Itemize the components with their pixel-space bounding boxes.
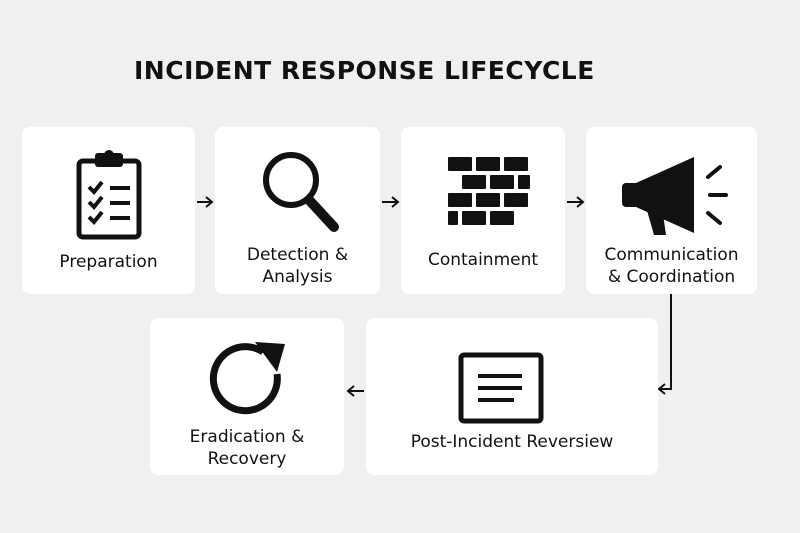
flow-arrow-right xyxy=(197,196,214,208)
step-card-preparation: Preparation xyxy=(22,127,195,294)
step-label-communication-coordination: Communication & Coordination xyxy=(586,244,757,288)
brick-wall-icon xyxy=(448,157,530,225)
step-label-containment: Containment xyxy=(401,249,565,271)
megaphone-icon xyxy=(622,157,728,235)
magnifying-glass-icon xyxy=(263,152,339,232)
label-line: Analysis xyxy=(262,267,333,287)
flow-arrow-right xyxy=(567,196,585,208)
flow-arrow-left xyxy=(346,385,364,397)
step-label-detection-analysis: Detection & Analysis xyxy=(215,244,380,288)
label-line: & Coordination xyxy=(607,267,736,287)
step-card-communication-coordination: Communication & Coordination xyxy=(586,127,757,294)
refresh-arrow-icon xyxy=(209,342,285,415)
step-label-preparation: Preparation xyxy=(22,251,195,273)
label-line: Communication xyxy=(604,245,739,265)
label-line: Post-Incident Reversiew xyxy=(410,432,614,452)
label-line: Eradication & xyxy=(189,427,305,447)
step-card-post-incident-review: Post-Incident Reversiew xyxy=(366,318,658,475)
diagram-title: INCIDENT RESPONSE LIFECYCLE xyxy=(134,56,595,85)
label-line: Recovery xyxy=(207,449,287,469)
step-label-eradication-recovery: Eradication & Recovery xyxy=(150,426,344,470)
flow-arrow-right xyxy=(382,196,400,208)
step-card-containment: Containment xyxy=(401,127,565,294)
label-line: Detection & xyxy=(246,245,349,265)
clipboard-checklist-icon xyxy=(76,150,142,240)
label-line: Preparation xyxy=(59,252,158,272)
step-card-detection-analysis: Detection & Analysis xyxy=(215,127,380,294)
step-label-post-incident-review: Post-Incident Reversiew xyxy=(366,431,658,453)
label-line: Containment xyxy=(427,250,539,270)
step-card-eradication-recovery: Eradication & Recovery xyxy=(150,318,344,475)
flow-connector-down-left xyxy=(657,294,672,395)
document-lines-icon xyxy=(458,352,544,424)
